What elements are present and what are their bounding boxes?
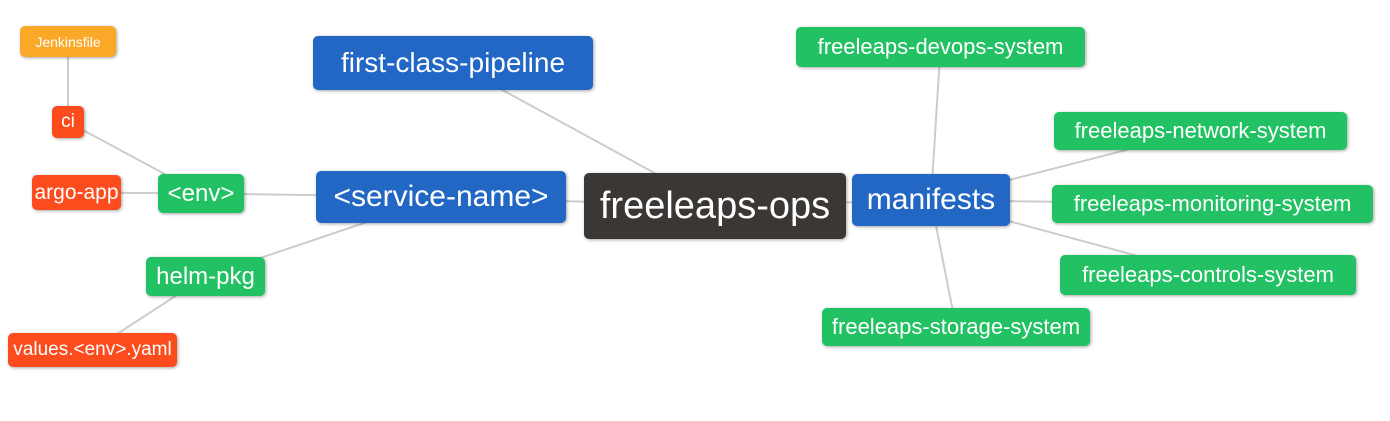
node-argo-app[interactable]: argo-app — [32, 175, 121, 210]
node-first-class-pipeline[interactable]: first-class-pipeline — [313, 36, 593, 90]
node-freeleaps-controls-system[interactable]: freeleaps-controls-system — [1060, 255, 1356, 295]
node-label: freeleaps-monitoring-system — [1073, 191, 1352, 216]
node-freeleaps-devops-system[interactable]: freeleaps-devops-system — [796, 27, 1085, 67]
node-label: freeleaps-ops — [599, 184, 831, 227]
node-label: freeleaps-network-system — [1074, 118, 1327, 143]
node-manifests[interactable]: manifests — [852, 174, 1010, 226]
node-jenkinsfile[interactable]: Jenkinsfile — [20, 26, 116, 57]
node-service-name[interactable]: <service-name> — [316, 171, 566, 223]
node-env[interactable]: <env> — [158, 174, 244, 213]
node-label: freeleaps-storage-system — [831, 314, 1081, 339]
node-label: freeleaps-devops-system — [817, 34, 1064, 59]
node-label: first-class-pipeline — [340, 47, 566, 78]
node-label: manifests — [866, 183, 996, 216]
node-freeleaps-ops[interactable]: freeleaps-ops — [584, 173, 846, 239]
node-label: values.<env>.yaml — [13, 339, 172, 360]
node-ci[interactable]: ci — [52, 106, 84, 138]
node-freeleaps-network-system[interactable]: freeleaps-network-system — [1054, 112, 1347, 150]
node-label: helm-pkg — [156, 262, 255, 290]
node-label: Jenkinsfile — [35, 33, 101, 50]
node-label: <env> — [167, 179, 235, 207]
node-label: argo-app — [34, 180, 119, 204]
node-freeleaps-monitoring-system[interactable]: freeleaps-monitoring-system — [1052, 185, 1373, 223]
node-label: ci — [61, 111, 75, 132]
node-helm-pkg[interactable]: helm-pkg — [146, 257, 265, 296]
node-values-env-yaml[interactable]: values.<env>.yaml — [8, 333, 177, 367]
node-label: freeleaps-controls-system — [1082, 262, 1334, 287]
node-label: <service-name> — [333, 180, 549, 213]
node-freeleaps-storage-system[interactable]: freeleaps-storage-system — [822, 308, 1090, 346]
